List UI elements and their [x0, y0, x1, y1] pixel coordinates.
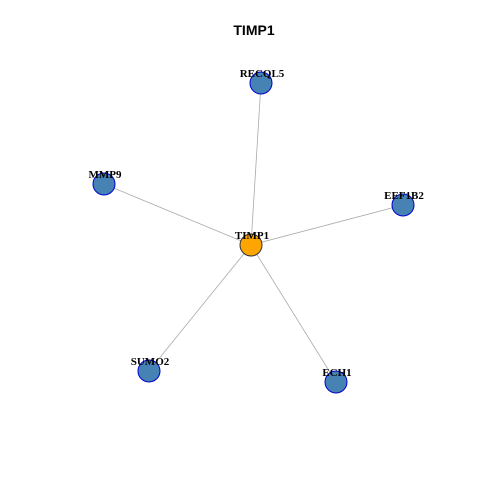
node-circle-mmp9 — [92, 172, 116, 196]
node-circle-eef1b2 — [391, 193, 415, 217]
node-circle-sumo2 — [137, 359, 161, 383]
edge-timp1-ech1 — [250, 244, 337, 383]
node-label-recql5: RECQL5 — [240, 68, 285, 80]
node-eef1b2: EEF1B2 — [384, 190, 424, 217]
node-label-sumo2: SUMO2 — [131, 356, 170, 368]
node-circle-timp1 — [239, 233, 263, 257]
node-label-eef1b2: EEF1B2 — [384, 190, 424, 202]
edge-timp1-recql5 — [250, 82, 262, 246]
node-mmp9: MMP9 — [89, 169, 122, 196]
node-recql5: RECQL5 — [240, 68, 285, 95]
edge-timp1-sumo2 — [148, 244, 252, 372]
node-circle-ech1 — [324, 370, 348, 394]
edge-timp1-eef1b2 — [250, 204, 404, 246]
node-circle-recql5 — [249, 71, 273, 95]
node-timp1: TIMP1 — [235, 230, 269, 257]
node-label-timp1: TIMP1 — [235, 230, 269, 242]
node-label-mmp9: MMP9 — [89, 169, 122, 181]
edge-layer — [103, 82, 404, 383]
node-sumo2: SUMO2 — [131, 356, 170, 383]
node-label-ech1: ECH1 — [322, 367, 351, 379]
edge-timp1-mmp9 — [103, 183, 252, 246]
graph-title: TIMP1 — [233, 22, 274, 38]
node-ech1: ECH1 — [322, 367, 352, 394]
